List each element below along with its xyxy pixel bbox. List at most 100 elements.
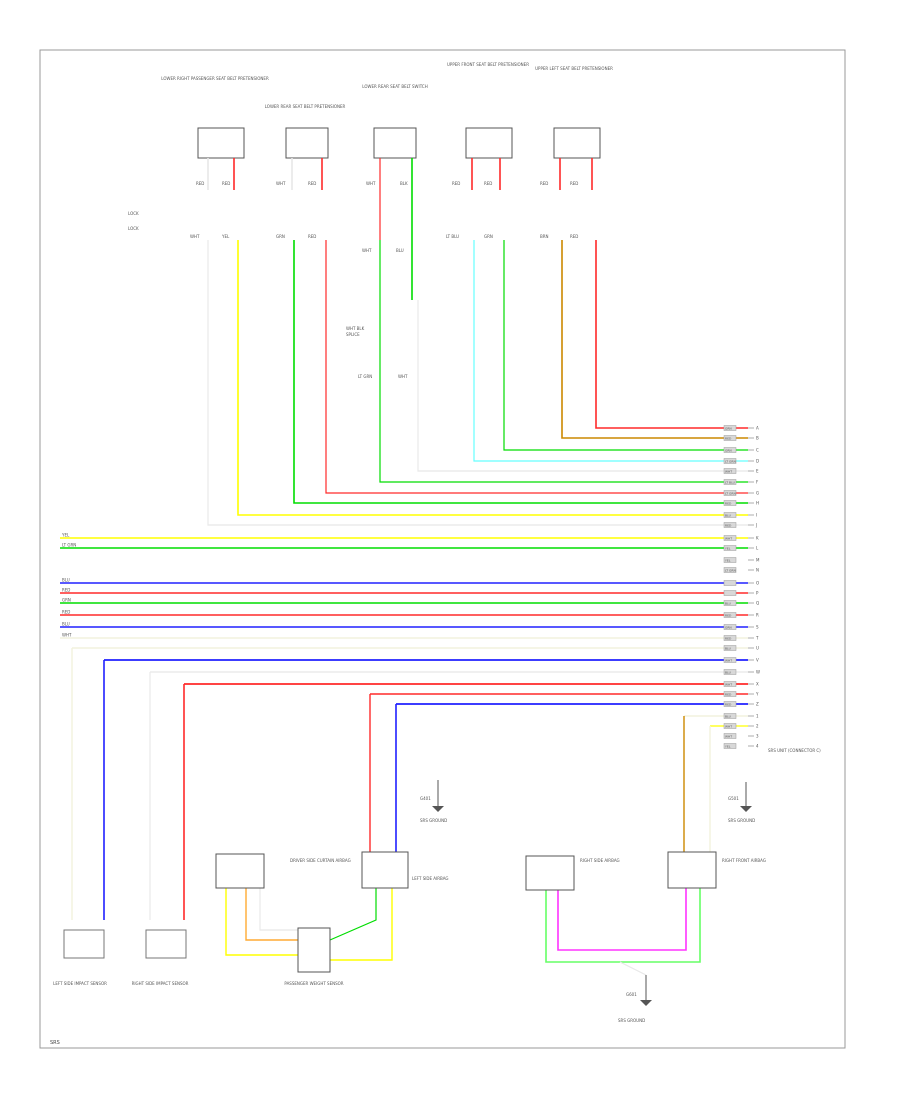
connector-cavity xyxy=(723,512,737,518)
connector-pin: M xyxy=(756,558,760,563)
bus-label: WHT xyxy=(62,633,72,638)
wire xyxy=(329,888,377,941)
ground-c-icon xyxy=(640,1000,652,1006)
connector-cavity xyxy=(723,522,737,528)
connector-wire-label: LT GRN xyxy=(725,491,736,495)
connector-wire-label: BLU xyxy=(725,601,731,605)
top-component-3-label: LOWER REAR SEAT BELT SWITCH xyxy=(362,84,427,89)
connector-wire-label: BLU xyxy=(725,670,731,674)
connector-pin: H xyxy=(756,501,759,506)
wire-label: BLU xyxy=(396,248,404,253)
bus-label: BLU xyxy=(62,578,70,583)
connector-wire-label: WHT xyxy=(725,536,732,540)
connector-pin: 2 xyxy=(756,724,759,729)
connector-pin: X xyxy=(756,682,759,687)
connector-cavity xyxy=(723,701,737,707)
driver-airbag-label: DRIVER SIDE CURTAIN AIRBAG xyxy=(290,858,351,863)
connector-cavity xyxy=(723,500,737,506)
bus-label: LT GRN xyxy=(62,543,76,548)
right-side-airbag: RIGHT SIDE AIRBAG xyxy=(525,855,620,891)
connector-wire-label: GRN xyxy=(725,448,732,452)
wire-label: WHT xyxy=(366,181,376,186)
connector-cavity xyxy=(723,645,737,651)
wire-label: BLK xyxy=(400,181,408,186)
connector-cavity xyxy=(723,713,737,719)
connector-cavity xyxy=(723,657,737,663)
driver-curtain-airbag: DRIVER SIDE CURTAIN AIRBAG xyxy=(215,853,351,889)
wire-label: RED xyxy=(484,181,492,186)
wire-label: GRN xyxy=(484,234,493,239)
right-front-label: RIGHT FRONT AIRBAG xyxy=(722,858,766,863)
connector-wire-label: YEL xyxy=(725,558,731,562)
diagram-frame xyxy=(39,49,846,1049)
top-component-4: UPPER FRONT SEAT BELT PRETENSIONER xyxy=(447,62,529,159)
wire-white2 xyxy=(417,300,748,472)
left-curtain-label: LEFT SIDE AIRBAG xyxy=(412,876,449,881)
connector-cavity xyxy=(723,435,737,441)
connector-cavity xyxy=(723,557,737,563)
wire-label: RED xyxy=(452,181,460,186)
top-component-1-label: LOWER RIGHT PASSENGER SEAT BELT PRETENSI… xyxy=(161,76,269,81)
wire-red2 xyxy=(595,240,748,429)
wire-label: RED xyxy=(308,181,316,186)
connector-wire-label: WHT xyxy=(725,658,732,662)
ground-a-label: G401 xyxy=(420,796,431,801)
bus-label: RED xyxy=(62,588,70,593)
diagram-footer: SRS xyxy=(50,1040,60,1046)
splice-label: SPLICE xyxy=(346,332,360,337)
connector-wire-label: RED xyxy=(725,636,732,640)
wire xyxy=(619,961,647,976)
connector-cavity xyxy=(723,447,737,453)
top-component-4-label: UPPER FRONT SEAT BELT PRETENSIONER xyxy=(447,62,529,67)
splice-note: WHT BLK xyxy=(346,326,365,331)
connector-wire-label: RED xyxy=(725,523,732,527)
top-component-5-label: UPPER LEFT SEAT BELT PRETENSIONER xyxy=(535,66,613,71)
wire xyxy=(545,888,701,963)
ground-a-icon xyxy=(432,806,444,812)
wire xyxy=(330,888,393,961)
connector-pin: J xyxy=(755,523,757,528)
top-component-2-label: LOWER REAR SEAT BELT PRETENSIONER xyxy=(265,104,346,109)
connector-cavity xyxy=(723,468,737,474)
connector-wire-label: WHT xyxy=(725,734,732,738)
connector-title: SRS UNIT (CONNECTOR C) xyxy=(768,748,821,753)
connector-wire-label: BLU xyxy=(725,714,731,718)
connector-wire-label: GRN xyxy=(725,625,732,629)
wire-red xyxy=(325,240,748,494)
connector-pin: P xyxy=(756,591,759,596)
wire-label: RED xyxy=(308,234,316,239)
wire xyxy=(259,888,298,931)
connector-pin: K xyxy=(756,536,759,541)
wire-yellow xyxy=(237,240,748,516)
wire-label: LT BLU xyxy=(446,234,459,239)
connector-wire-label: WHT xyxy=(725,682,732,686)
passenger-weight-sensor: PASSENGER WEIGHT SENSOR xyxy=(284,927,344,986)
connector-cavity xyxy=(723,733,737,739)
wire-label: YEL xyxy=(221,234,230,239)
wire-white xyxy=(207,240,748,526)
connector-wire-label: YEL xyxy=(725,744,731,748)
wire-green2 xyxy=(503,240,748,451)
connector-cavity xyxy=(723,624,737,630)
wire-label: WHT xyxy=(362,248,372,253)
connector-pin: D xyxy=(756,459,759,464)
wire-ltgreen xyxy=(379,240,748,483)
top-component-2: LOWER REAR SEAT BELT PRETENSIONER xyxy=(265,104,346,159)
connector-wire-label: RED xyxy=(725,501,732,505)
connector-pin: Q xyxy=(756,601,759,606)
connector-cavity xyxy=(723,612,737,618)
wire-green xyxy=(293,240,748,504)
wire-label: WHT xyxy=(276,181,286,186)
ground-b-label: G501 xyxy=(728,796,739,801)
connector-cavity xyxy=(723,600,737,606)
connector-pin: S xyxy=(756,625,759,630)
connector-cavity xyxy=(723,490,737,496)
connector-pin: I xyxy=(756,513,757,518)
connector-pin: Z xyxy=(756,702,759,707)
connector-wire-label: BLU xyxy=(725,646,731,650)
wire xyxy=(557,888,687,951)
connector-wire-label: RED xyxy=(725,613,732,617)
connector-pin: W xyxy=(756,670,760,675)
